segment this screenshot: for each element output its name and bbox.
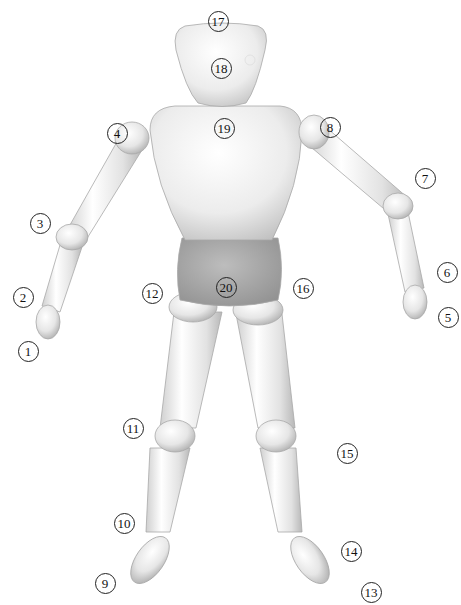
- callout-number: 6: [437, 262, 458, 283]
- callout-number: 19: [214, 118, 235, 139]
- callout-number: 17: [208, 11, 229, 32]
- callout-number: 5: [438, 307, 459, 328]
- callout-number: 9: [95, 573, 116, 594]
- callout-number: 12: [142, 283, 163, 304]
- callout-number: 2: [13, 287, 34, 308]
- callout-number: 8: [320, 117, 341, 138]
- callout-number: 20: [216, 277, 237, 298]
- callout-number: 13: [361, 582, 382, 603]
- callout-number: 1: [18, 341, 39, 362]
- callout-number: 16: [293, 278, 314, 299]
- callout-number: 11: [123, 418, 144, 439]
- callout-number: 14: [341, 541, 362, 562]
- callout-number: 4: [107, 123, 128, 144]
- callout-number: 10: [114, 513, 135, 534]
- callout-number: 3: [30, 213, 51, 234]
- callout-number: 18: [211, 58, 232, 79]
- callout-number: 15: [337, 443, 358, 464]
- callout-number: 7: [415, 168, 436, 189]
